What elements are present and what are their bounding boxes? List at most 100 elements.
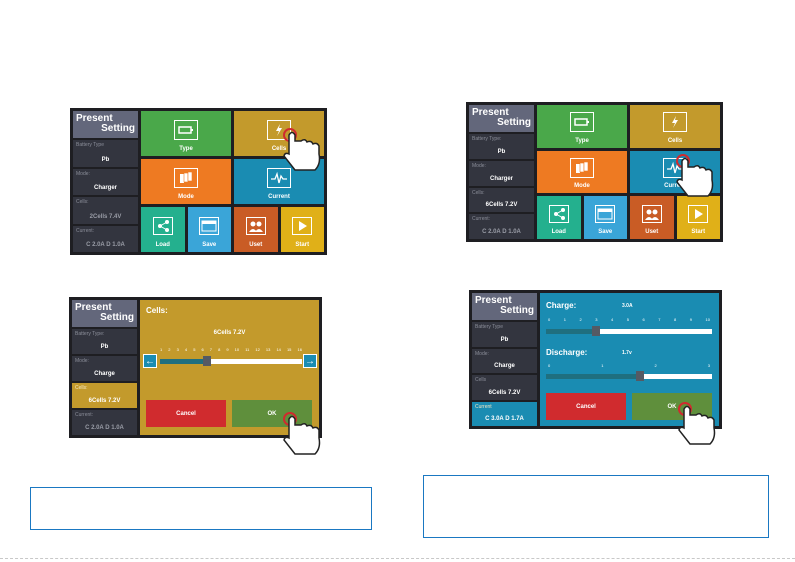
- load-tile[interactable]: Load: [537, 196, 581, 239]
- start-tile[interactable]: Start: [676, 196, 720, 239]
- cells-slider-knob[interactable]: [203, 356, 211, 366]
- scale-tick: 8: [674, 317, 677, 322]
- scale-tick: 1: [563, 317, 566, 322]
- caption-box-left: [30, 487, 372, 530]
- scale-tick: 2: [168, 347, 171, 352]
- scale-tick: 3: [176, 347, 179, 352]
- scale-tick: 15: [286, 347, 292, 352]
- waveform-icon: [267, 167, 291, 188]
- scale-tick: 1: [160, 347, 163, 352]
- save-window-icon: [199, 216, 220, 235]
- scale-tick: 3: [595, 317, 598, 322]
- mode-tile[interactable]: Mode: [141, 159, 231, 204]
- scale-tick: 16: [297, 347, 302, 352]
- cells-value: 6Cells 7.2V: [213, 330, 246, 336]
- discharge-slider-knob[interactable]: [636, 371, 644, 381]
- scale-tick: 5: [193, 347, 196, 352]
- mode-tile[interactable]: Mode: [537, 150, 627, 194]
- save-window-icon: [595, 204, 616, 223]
- cells-slider-fill: [160, 359, 207, 364]
- cells-field: Cells:6Cells 7.2V: [72, 383, 137, 408]
- ok-button[interactable]: OK: [232, 400, 312, 427]
- scale-tick: 7: [658, 317, 661, 322]
- scale-tick: 12: [255, 347, 260, 352]
- charge-slider-track[interactable]: [546, 326, 712, 336]
- scale-tick: 7: [209, 347, 213, 352]
- battery-type-field: Battery Type:Pb: [72, 329, 137, 354]
- discharge-slider-fill: [546, 374, 640, 379]
- charge-slider-knob[interactable]: [592, 326, 600, 336]
- mode-field: Mode:Charger: [469, 160, 534, 186]
- type-tile[interactable]: Type: [141, 111, 231, 156]
- play-icon: [292, 216, 313, 235]
- charge-label: Charge:: [546, 301, 577, 310]
- scale-tick: 9: [226, 347, 229, 352]
- type-tile[interactable]: Type: [537, 105, 627, 148]
- cells-field: Cells:6Cells 7.2V: [469, 187, 534, 213]
- users-icon: [641, 204, 662, 223]
- scale-tick: 10: [234, 347, 240, 352]
- charge-slider-fill: [546, 329, 596, 334]
- scale-tick: 0: [548, 317, 551, 322]
- scale-tick: 8: [218, 347, 221, 352]
- current-field: Current:C 2.0A D 1.0A: [73, 225, 138, 252]
- discharge-slider-track[interactable]: [546, 371, 712, 381]
- arrow-right-icon[interactable]: →: [303, 354, 317, 368]
- scale-tick: 6: [642, 317, 645, 322]
- page-divider: [0, 558, 795, 559]
- arrow-left-icon[interactable]: ←: [143, 354, 157, 368]
- cancel-button[interactable]: Cancel: [546, 393, 626, 420]
- uset-tile[interactable]: Uset: [234, 207, 278, 252]
- scale-tick: 14: [276, 347, 281, 352]
- scale-tick: 10: [705, 317, 710, 322]
- start-tile[interactable]: Start: [280, 207, 324, 252]
- load-tile[interactable]: Load: [141, 207, 185, 252]
- uset-tile[interactable]: Uset: [630, 196, 674, 239]
- scale-tick: 4: [611, 317, 614, 322]
- pointer-hand-icon: [678, 402, 716, 445]
- cancel-button[interactable]: Cancel: [146, 400, 226, 427]
- battery-icon: [174, 119, 198, 140]
- scale-tick: 0: [548, 363, 551, 368]
- mode-field: Mode:Charge: [72, 356, 137, 381]
- charge-value: 3.0A: [622, 303, 633, 309]
- caption-box-right: [423, 475, 769, 538]
- save-tile[interactable]: Save: [583, 196, 627, 239]
- scale-tick: 2: [654, 363, 657, 368]
- mode-cards-icon: [174, 167, 198, 188]
- mode-cards-icon: [570, 157, 594, 178]
- scale-tick: 11: [245, 347, 250, 352]
- discharge-value: 1.7v: [622, 350, 632, 356]
- scale-tick: 3: [707, 363, 710, 368]
- battery-type-field: Battery Type:Pb: [469, 134, 534, 159]
- pointer-hand-icon: [283, 412, 321, 455]
- network-icon: [548, 204, 569, 223]
- cell-bolt-icon: [663, 112, 687, 133]
- pointer-hand-icon: [283, 128, 321, 171]
- scale-tick: 2: [579, 317, 582, 322]
- discharge-label: Discharge:: [546, 348, 588, 357]
- cells-slider-track[interactable]: [160, 356, 302, 366]
- save-tile[interactable]: Save: [187, 207, 231, 252]
- play-icon: [688, 204, 709, 223]
- current-field: Current:C 2.0A D 1.0A: [469, 214, 534, 239]
- scale-tick: 5: [626, 317, 629, 322]
- cells-tile[interactable]: Cells: [630, 105, 720, 148]
- scale-tick: 4: [184, 347, 188, 352]
- cells-field: Cells:2Cells 7.4V: [73, 197, 138, 224]
- pointer-hand-icon: [676, 154, 714, 197]
